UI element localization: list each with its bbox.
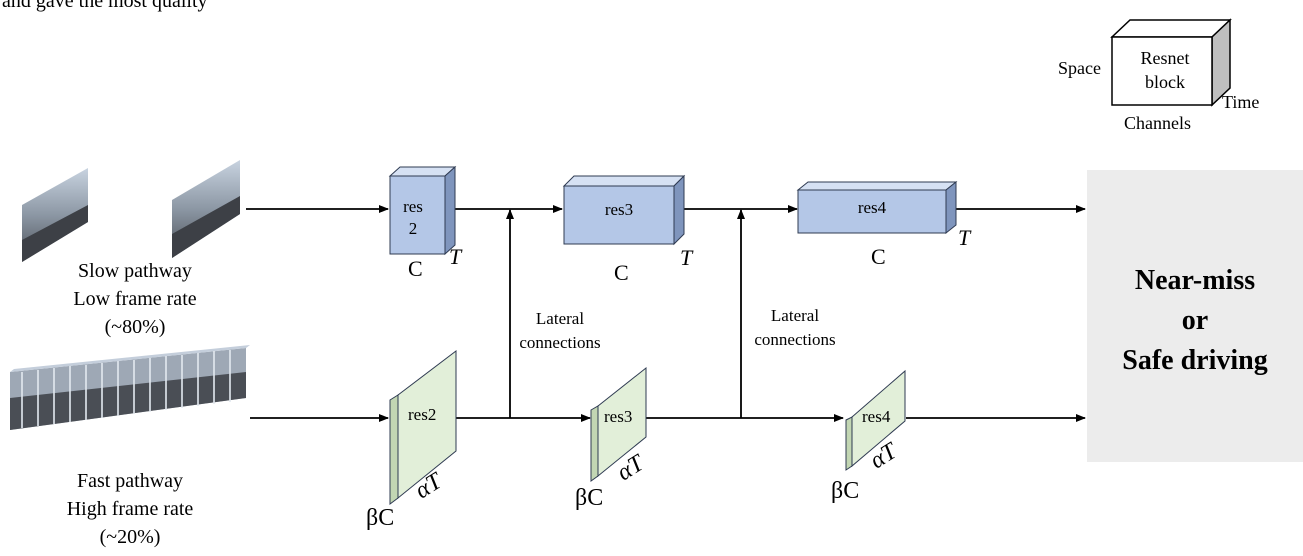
fast-res3-block xyxy=(590,366,647,482)
output-line1: Near-miss xyxy=(1134,265,1256,296)
legend-block-label: Resnet block xyxy=(1140,48,1190,92)
slow-pathway-framerate: Low frame rate xyxy=(73,288,197,310)
fast-res2-label: res2 xyxy=(408,405,437,424)
slow-res3-label: res3 xyxy=(604,200,634,219)
lateral-label-1-line1: Lateral xyxy=(535,309,585,328)
slow-res4-time: T xyxy=(958,225,971,250)
slow-res3-channel: C xyxy=(614,260,629,285)
fast-res4-block xyxy=(845,369,906,471)
fast-res2-channel: βC xyxy=(366,505,395,531)
slow-res3-block xyxy=(562,174,686,246)
lateral-label-2-line2: connections xyxy=(754,330,836,349)
legend-time-label: Time xyxy=(1222,92,1260,112)
slow-res2-time: T xyxy=(449,244,462,269)
slow-res4-label: res4 xyxy=(857,198,887,217)
caption-fragment: and gave the most quality xyxy=(2,0,208,12)
fast-res2-block xyxy=(389,349,457,505)
slow-frame-1 xyxy=(22,168,88,262)
slow-pathway-percent: (~80%) xyxy=(104,316,166,338)
fast-pathway-title: Fast pathway xyxy=(76,470,184,492)
fast-pathway-percent: (~20%) xyxy=(99,526,161,548)
output-box xyxy=(1087,170,1303,462)
fast-frames-stack xyxy=(10,345,250,430)
slow-res2-block xyxy=(388,165,457,256)
lateral-label-2-line1: Lateral xyxy=(770,306,820,325)
output-line2: or xyxy=(1181,305,1209,336)
slow-res4-channel: C xyxy=(871,244,886,269)
fast-res4-channel: βC xyxy=(831,478,860,504)
output-line3: Safe driving xyxy=(1122,345,1268,376)
fast-pathway-framerate: High frame rate xyxy=(66,498,194,520)
slow-res2-label: res 2 xyxy=(403,197,423,238)
legend-space-label: Space xyxy=(1058,58,1101,78)
slow-pathway-title: Slow pathway xyxy=(78,260,192,282)
slow-res3-time: T xyxy=(680,245,693,270)
slow-frame-2 xyxy=(172,160,240,258)
slow-res4-block xyxy=(796,180,958,235)
fast-res4-label: res4 xyxy=(862,407,891,426)
fast-res3-channel: βC xyxy=(575,485,604,511)
legend-cube xyxy=(1110,18,1232,107)
legend-channels-label: Channels xyxy=(1124,113,1191,133)
lateral-label-1-line2: connections xyxy=(519,333,601,352)
slow-res2-channel: C xyxy=(408,256,423,281)
fast-res3-label: res3 xyxy=(604,407,633,426)
